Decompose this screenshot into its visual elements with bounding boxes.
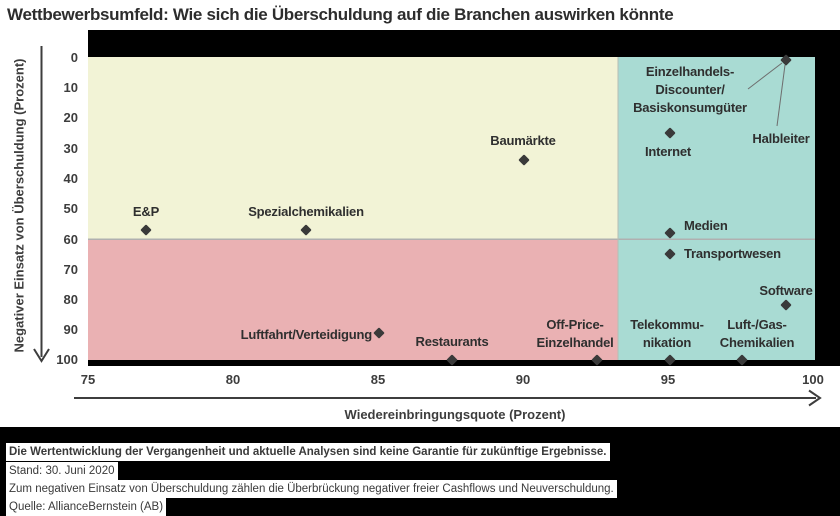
- y-tick-10: 10: [63, 80, 78, 95]
- page-title: Wettbewerbsumfeld: Wie sich die Überschu…: [7, 5, 674, 24]
- label-einzelhandels-discounter: Einzelhandels- Discounter/ Basiskonsumgü…: [633, 64, 747, 115]
- y-tick-60: 60: [63, 232, 78, 247]
- footer-disclaimer: Die Wertentwicklung der Vergangenheit un…: [6, 443, 610, 461]
- x-axis-arrowhead-icon: [808, 389, 822, 407]
- label-halbleiter: Halbleiter: [752, 131, 810, 146]
- leader-line-discounter: [747, 62, 783, 90]
- y-tick-80: 80: [63, 292, 78, 307]
- quadrant-bottom-left: [88, 239, 618, 360]
- y-tick-30: 30: [63, 141, 78, 156]
- y-axis-gutter: [0, 30, 88, 366]
- label-internet: Internet: [644, 144, 692, 159]
- leader-line-halbleiter: [776, 64, 786, 127]
- label-telekommunikation: Telekommu- nikation: [630, 317, 704, 350]
- label-transportwesen: Transportwesen: [684, 246, 781, 261]
- footer-date: Stand: 30. Juni 2020: [6, 462, 118, 480]
- x-tick-80: 80: [225, 372, 241, 387]
- label-restaurants: Restaurants: [415, 334, 489, 349]
- x-tick-95: 95: [660, 372, 676, 387]
- label-luft-gas-chemikalien: Luft-/Gas- Chemikalien: [719, 317, 795, 350]
- footer-source: Quelle: AllianceBernstein (AB): [6, 498, 167, 516]
- x-axis-title: Wiedereinbringungsquote (Prozent): [344, 407, 566, 422]
- x-tick-90: 90: [515, 372, 531, 387]
- y-tick-90: 90: [63, 322, 78, 337]
- y-tick-70: 70: [63, 262, 78, 277]
- label-ep: E&P: [132, 204, 160, 219]
- y-tick-40: 40: [63, 171, 78, 186]
- label-medien: Medien: [684, 218, 728, 233]
- x-axis-band: [0, 366, 840, 427]
- y-axis-title: Negativer Einsatz von Überschuldung (Pro…: [11, 58, 27, 353]
- y-axis-arrowhead-icon: [33, 348, 50, 363]
- label-baumaerkte: Baumärkte: [490, 133, 556, 148]
- label-off-price-einzelhandel: Off-Price- Einzelhandel: [536, 317, 614, 350]
- x-tick-75: 75: [80, 372, 96, 387]
- x-tick-100: 100: [802, 372, 824, 387]
- quadrant-right: [618, 57, 815, 360]
- footer-note: Zum negativen Einsatz von Überschuldung …: [6, 480, 617, 498]
- label-luftfahrt-verteidigung: Luftfahrt/Verteidigung: [240, 327, 373, 342]
- label-software: Software: [759, 283, 813, 298]
- label-spezialchemikalien: Spezialchemikalien: [248, 204, 364, 219]
- y-tick-50: 50: [63, 201, 78, 216]
- quadrant-top-left: [88, 57, 618, 239]
- y-tick-100: 100: [56, 352, 78, 367]
- title-band: [0, 0, 840, 30]
- y-tick-20: 20: [63, 110, 78, 125]
- y-tick-0: 0: [70, 50, 78, 65]
- x-tick-85: 85: [370, 372, 386, 387]
